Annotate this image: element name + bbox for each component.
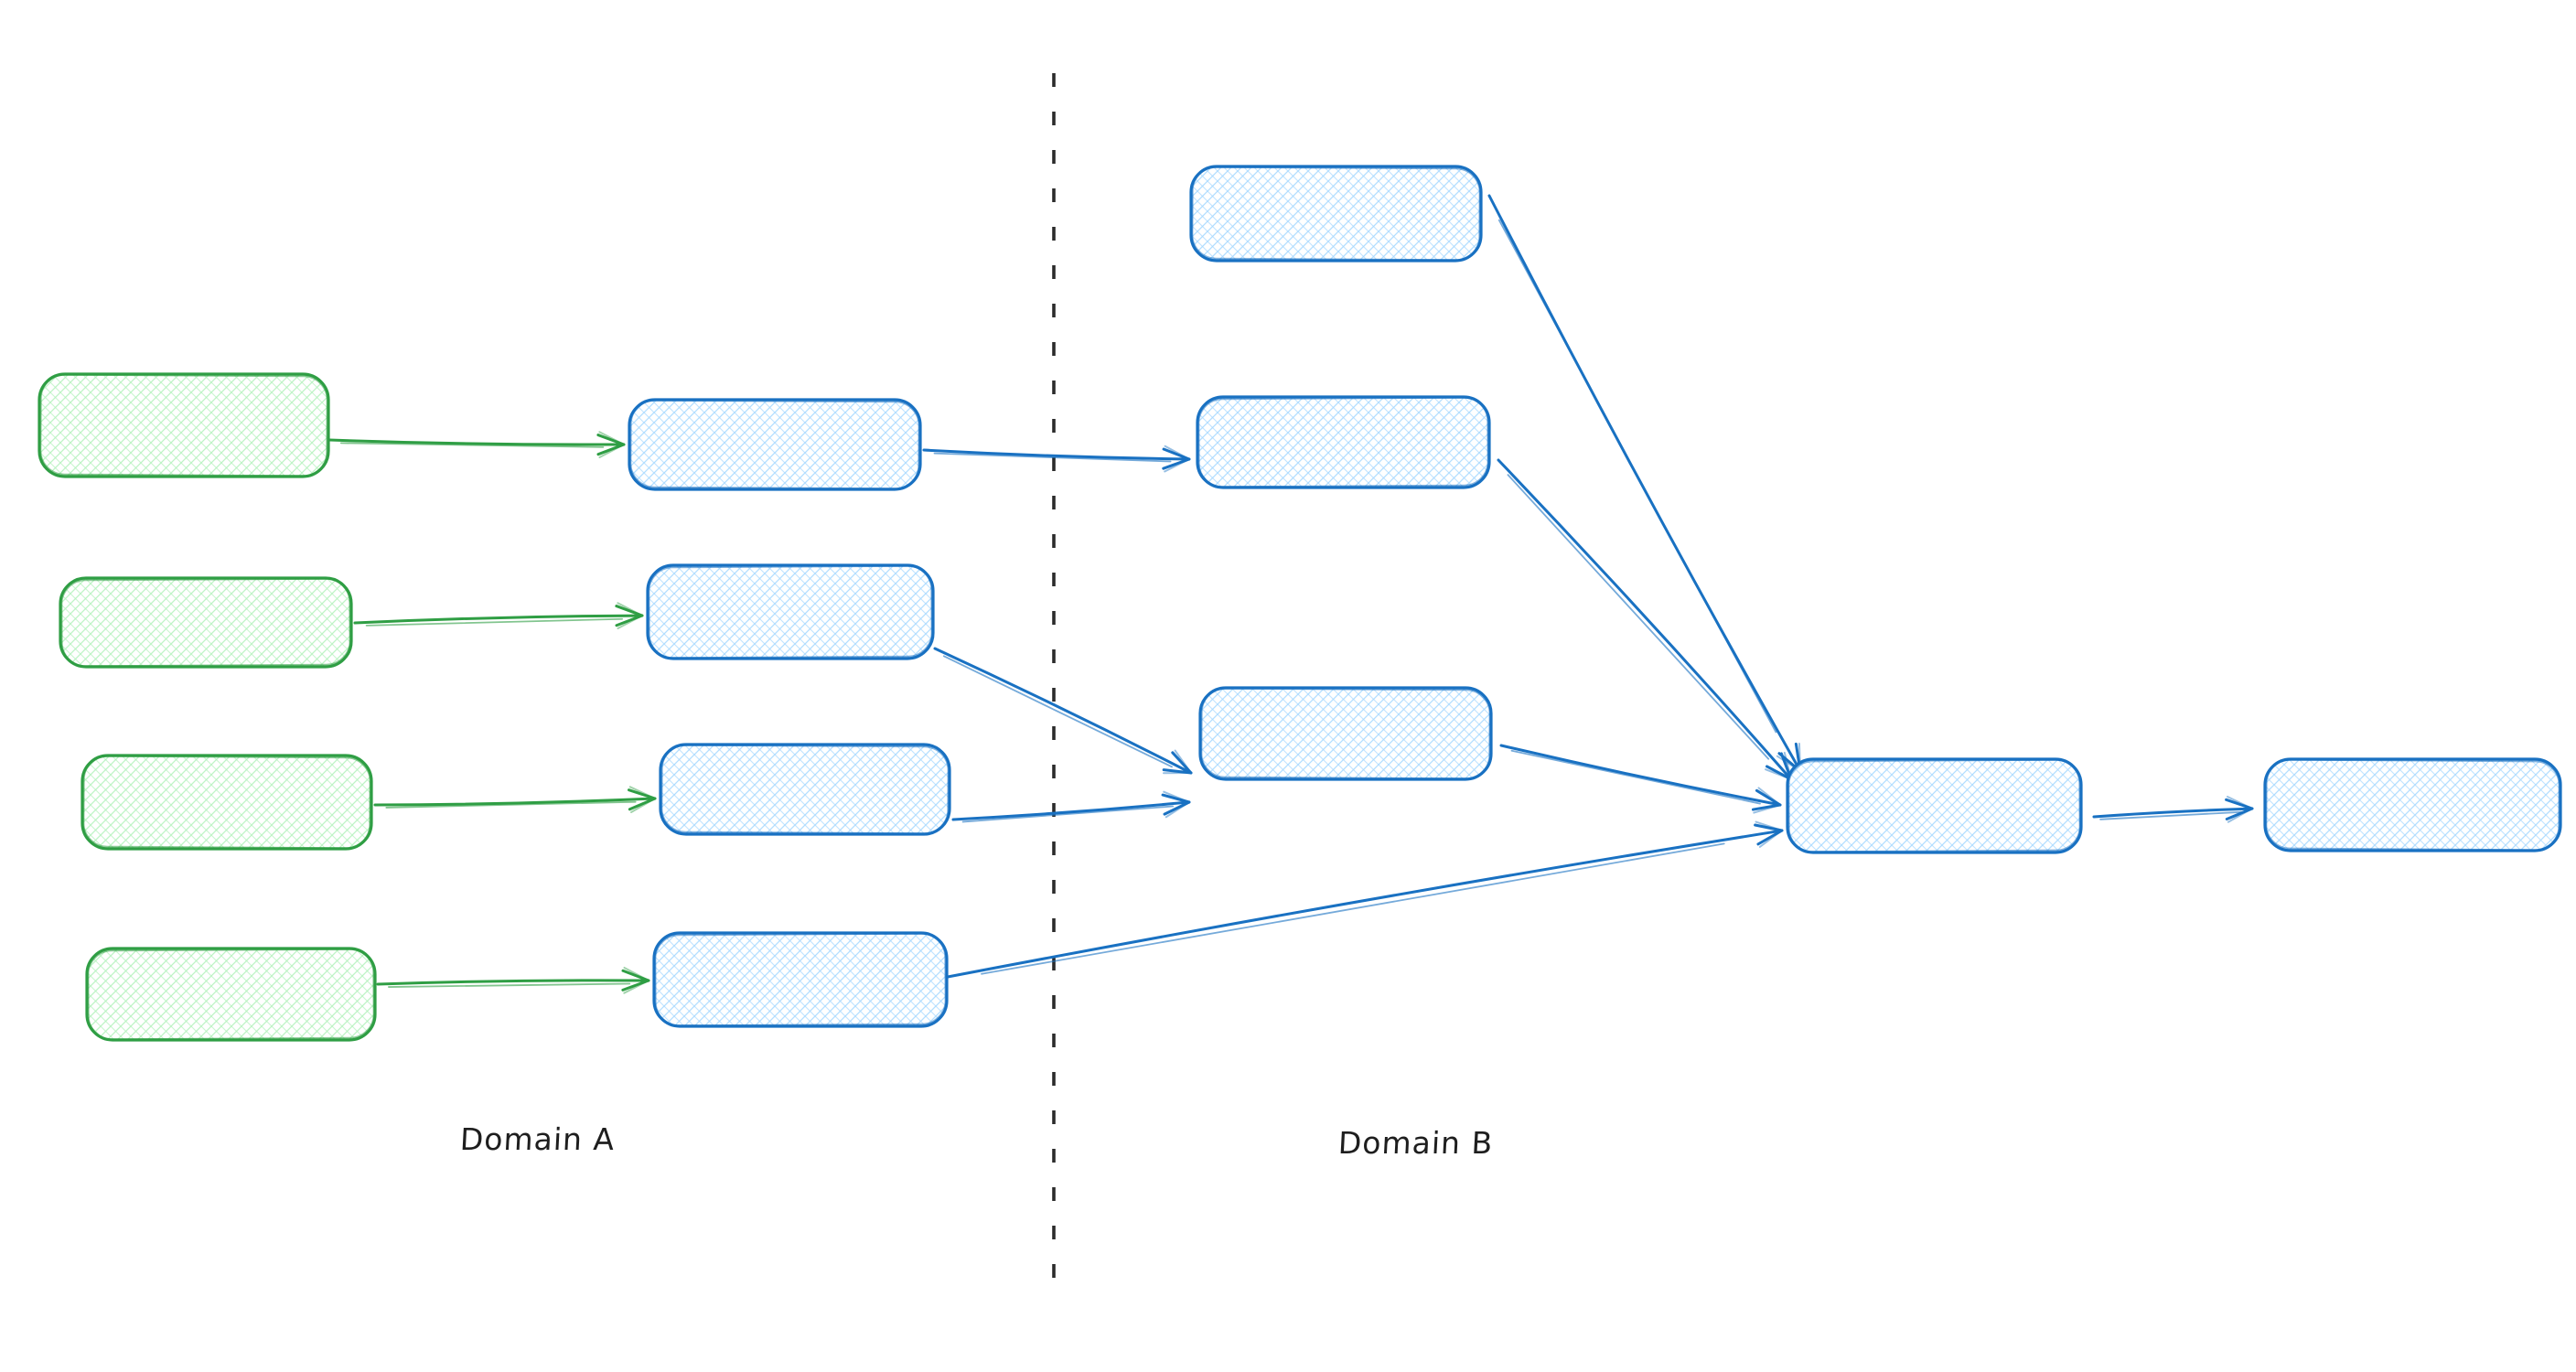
domain-a-node-1-box[interactable]: [628, 398, 922, 491]
domain-a-source-1-box[interactable]: [38, 372, 330, 478]
domain-a-node-3-box[interactable]: [659, 743, 951, 836]
b2-to-merge-arrow[interactable]: [1497, 458, 1793, 781]
domain-b-output-box[interactable]: [2263, 757, 2562, 852]
domain-a-label[interactable]: Domain A: [458, 1121, 617, 1157]
node2-to-b3-arrow[interactable]: [933, 647, 1193, 775]
domain-a-source-3-box[interactable]: [80, 754, 373, 851]
domain-a-node-4-box[interactable]: [652, 931, 949, 1028]
node4-to-merge-arrow[interactable]: [946, 820, 1784, 979]
domain-b-node-2-box[interactable]: [1196, 395, 1491, 489]
node3-to-b3-arrow[interactable]: [951, 790, 1191, 823]
a3-to-node3-arrow[interactable]: [373, 786, 657, 813]
a2-to-node2-arrow[interactable]: [353, 602, 644, 629]
b1-to-merge-arrow[interactable]: [1487, 194, 1802, 773]
merge-to-output-arrow[interactable]: [2092, 796, 2254, 823]
domain-b-node-1-box[interactable]: [1189, 165, 1483, 263]
domain-a-node-2-box[interactable]: [646, 563, 935, 660]
domain-b-node-3-box[interactable]: [1198, 686, 1493, 781]
a1-to-node1-arrow[interactable]: [327, 431, 626, 458]
node1-to-b2-arrow[interactable]: [922, 445, 1191, 473]
domain-b-label[interactable]: Domain B: [1336, 1125, 1495, 1161]
domain-b-merge-box[interactable]: [1786, 757, 2083, 854]
domain-a-source-4-box[interactable]: [85, 947, 377, 1042]
b3-to-merge-arrow[interactable]: [1499, 744, 1782, 814]
a4-to-node4-arrow[interactable]: [376, 966, 650, 994]
domain-a-source-2-box[interactable]: [59, 576, 353, 669]
